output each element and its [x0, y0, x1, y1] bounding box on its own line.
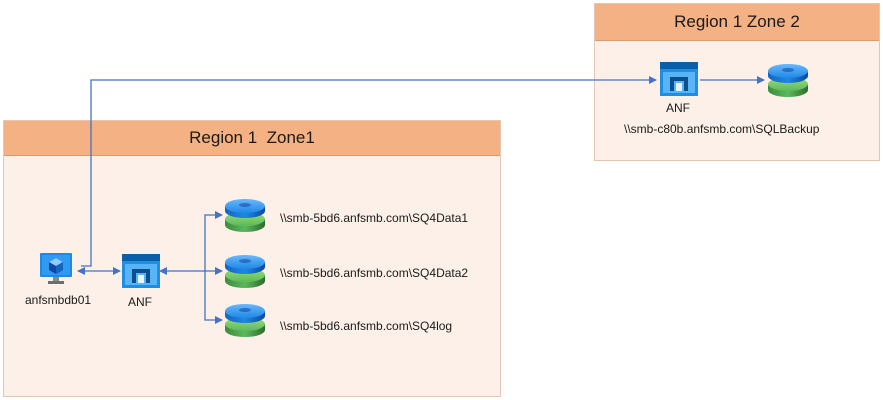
disk-volume-icon — [768, 64, 808, 97]
volume-branch-connector — [204, 271, 223, 324]
log-volume-path: \\smb-5bd6.anfsmb.com\SQ4log — [280, 319, 453, 333]
data2-volume-path: \\smb-5bd6.anfsmb.com\SQ4Data2 — [280, 266, 469, 280]
vm-label: anfsmbdb01 — [25, 293, 92, 307]
azure-netapp-files-icon — [660, 62, 698, 96]
data1-volume-path: \\smb-5bd6.anfsmb.com\SQ4Data1 — [280, 211, 469, 225]
replication-connector — [81, 76, 657, 267]
zone2-title: Region 1 Zone 2 — [595, 4, 879, 41]
disk-volume-icon — [225, 304, 265, 337]
backup-volume-path: \\smb-c80b.anfsmb.com\SQLBackup — [624, 122, 820, 136]
zone1-title: Region 1 Zone1 — [4, 121, 500, 156]
disk-volume-icon — [225, 255, 265, 288]
azure-netapp-files-icon — [122, 254, 160, 288]
anf-primary-label: ANF — [128, 295, 152, 309]
disk-volume-icon — [225, 199, 265, 232]
zone-region1-zone2: Region 1 Zone 2 — [594, 3, 880, 161]
volume-branch-connector — [204, 211, 223, 271]
anf-secondary-label: ANF — [666, 101, 690, 115]
virtual-machine-icon — [40, 253, 72, 284]
